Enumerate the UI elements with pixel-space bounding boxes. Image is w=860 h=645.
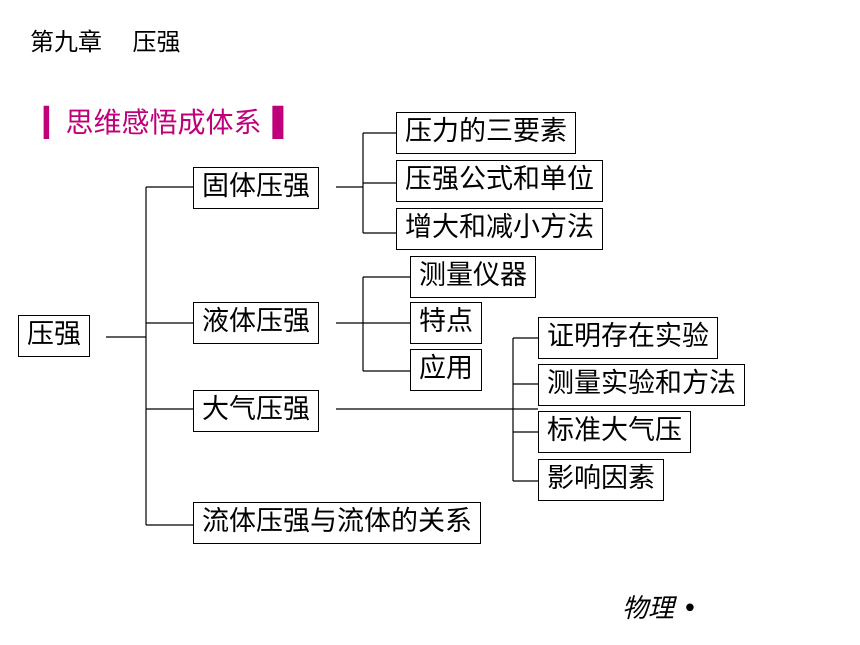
section-title: ▎思维感悟成体系▐: [44, 106, 284, 139]
liquid-item-2: 特点: [410, 302, 482, 344]
atmo-item-1: 证明存在实验: [538, 317, 718, 359]
branch-solid: 固体压强: [193, 167, 319, 209]
solid-item-1: 压力的三要素: [396, 112, 576, 154]
solid-item-2: 压强公式和单位: [396, 160, 603, 202]
branch-fluid: 流体压强与流体的关系: [193, 502, 481, 544]
root-node: 压强: [18, 315, 90, 357]
atmo-item-2: 测量实验和方法: [538, 364, 745, 406]
liquid-item-1: 测量仪器: [410, 256, 536, 298]
solid-item-3: 增大和减小方法: [396, 208, 603, 250]
branch-liquid: 液体压强: [193, 302, 319, 344]
atmo-item-3: 标准大气压: [538, 411, 691, 453]
footer-label: 物理 •: [622, 594, 698, 624]
liquid-item-3: 应用: [410, 349, 482, 391]
chapter-title: 第九章 压强: [30, 28, 181, 56]
branch-atmosphere: 大气压强: [193, 390, 319, 432]
atmo-item-4: 影响因素: [538, 459, 664, 501]
